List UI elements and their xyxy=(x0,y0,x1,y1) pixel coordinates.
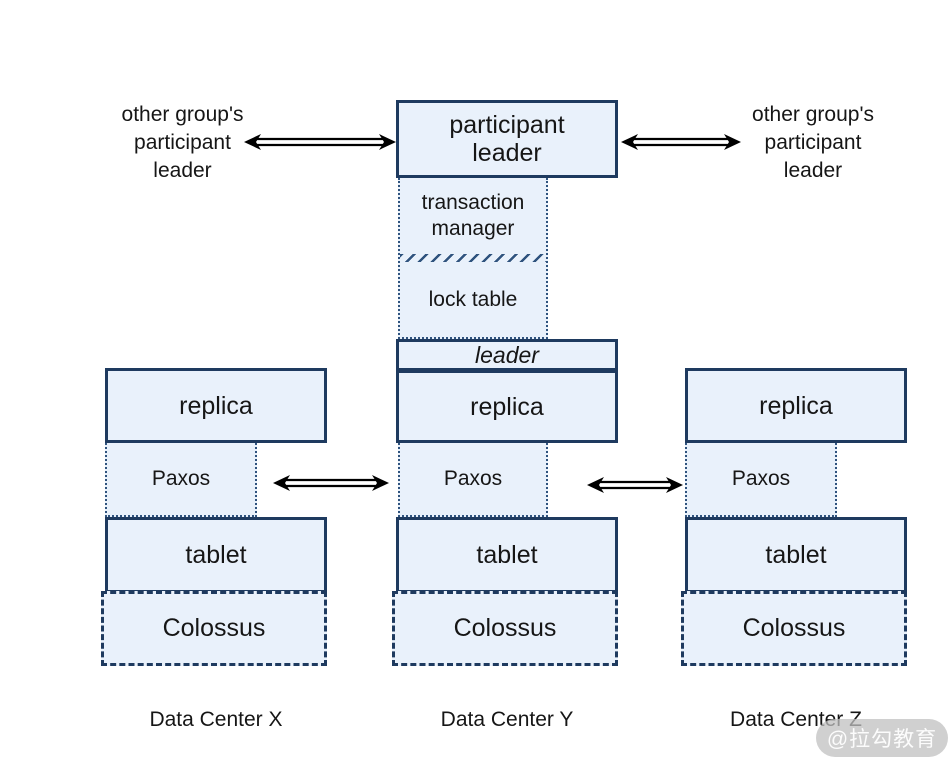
datacenter-x-caption: Data Center X xyxy=(149,708,283,731)
paxos-label: Paxos xyxy=(443,467,503,490)
transaction-manager-label: transaction manager xyxy=(421,191,525,240)
double-arrow-icon xyxy=(273,475,389,491)
watermark-badge: @拉勾教育 xyxy=(816,719,948,757)
hatch-divider xyxy=(400,254,546,262)
replica-box-z: replica xyxy=(685,368,907,443)
tablet-box-x: tablet xyxy=(105,517,327,593)
leader-label: leader xyxy=(399,342,615,373)
datacenter-y-caption: Data Center Y xyxy=(440,708,574,731)
paxos-region-x: Paxos xyxy=(105,443,257,517)
paxos-label: Paxos xyxy=(731,467,791,490)
replica-label: replica xyxy=(470,392,544,421)
other-group-right-label: other group's participant leader xyxy=(752,103,874,182)
colossus-box-y: Colossus xyxy=(392,591,618,666)
paxos-region-z: Paxos xyxy=(685,443,837,517)
lock-table-label: lock table xyxy=(428,287,518,311)
tablet-box-y: tablet xyxy=(396,517,618,593)
leader-replica-box: leader replica xyxy=(396,339,618,443)
transaction-manager-lock-table-region: transaction manager lock table xyxy=(398,178,548,339)
double-arrow-icon xyxy=(621,134,741,150)
replica-box-x: replica xyxy=(105,368,327,443)
paxos-region-y: Paxos xyxy=(398,443,548,517)
colossus-box-z: Colossus xyxy=(681,591,907,666)
other-group-left-label: other group's participant leader xyxy=(121,103,244,182)
double-arrow-icon xyxy=(587,477,683,493)
paxos-label: Paxos xyxy=(151,467,211,490)
participant-leader-box: participant leader xyxy=(396,100,618,178)
tablet-box-z: tablet xyxy=(685,517,907,593)
colossus-box-x: Colossus xyxy=(101,591,327,666)
double-arrow-icon xyxy=(244,134,396,150)
